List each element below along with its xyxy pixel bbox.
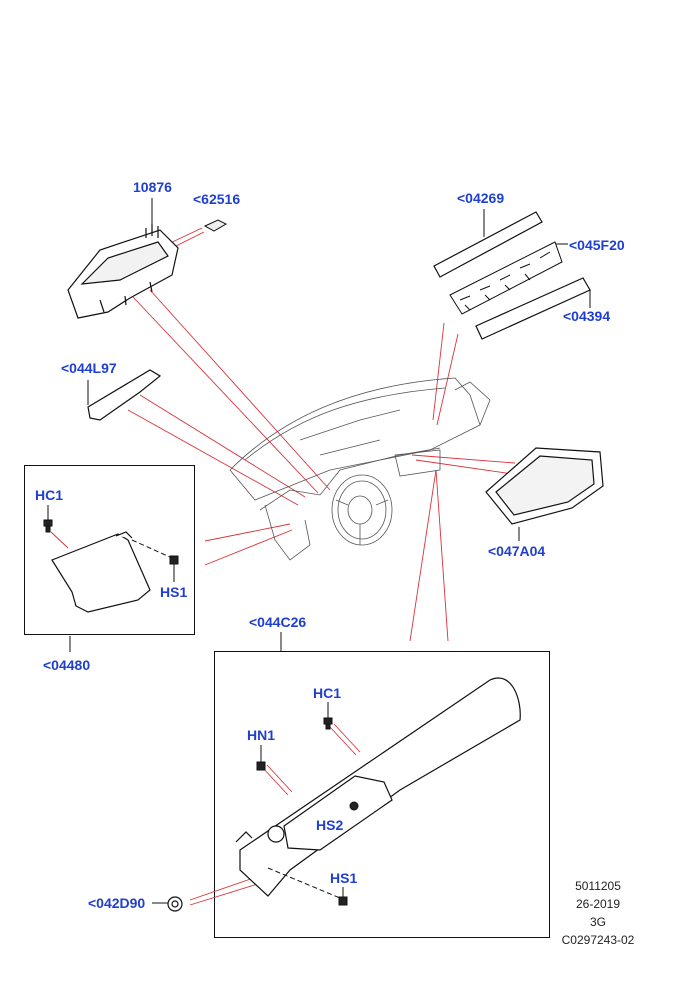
drawing-revision: 3G	[589, 915, 606, 929]
grommet-042d90	[167, 896, 183, 912]
fastener-hs1-left	[169, 555, 179, 570]
fastener-hs2	[349, 801, 359, 811]
clip-part	[203, 219, 228, 232]
fastener-hn1	[256, 761, 266, 771]
glovebox-panel	[235, 677, 521, 897]
touchscreen-display	[485, 447, 604, 525]
drawing-number: 5011205	[575, 879, 621, 893]
callout-04480[interactable]: <04480	[43, 657, 91, 673]
trim-strip-upper	[433, 211, 543, 278]
callout-hs1-left[interactable]: HS1	[160, 584, 188, 600]
fastener-hs1-right	[338, 896, 348, 906]
drawing-date: 26-2019	[575, 897, 621, 911]
callout-hc1-left[interactable]: HC1	[35, 487, 64, 503]
callout-047a04[interactable]: <047A04	[488, 543, 546, 559]
detail-box-left	[24, 465, 195, 635]
callout-hs2[interactable]: HS2	[316, 817, 344, 833]
leader-lines	[50, 227, 521, 906]
callout-10876[interactable]: 10876	[133, 179, 172, 195]
drawing-code: C0297243-02	[561, 933, 635, 947]
callout-04269[interactable]: <04269	[457, 190, 505, 206]
callout-042d90[interactable]: <042D90	[88, 895, 146, 911]
fastener-hc1-left	[43, 519, 53, 533]
callout-045f20[interactable]: <045F20	[569, 237, 625, 253]
bracket-part	[449, 241, 563, 315]
pillar-trim	[87, 369, 162, 421]
fastener-hc1-right	[323, 717, 333, 730]
dashboard-overview	[229, 377, 491, 561]
detail-box-lower	[214, 651, 550, 938]
callout-044l97[interactable]: <044L97	[61, 360, 117, 376]
callout-62516[interactable]: <62516	[193, 191, 241, 207]
trim-strip-lower	[475, 277, 591, 340]
callout-hn1[interactable]: HN1	[247, 727, 276, 743]
callout-hs1-right[interactable]: HS1	[330, 870, 358, 886]
callout-04394[interactable]: <04394	[563, 308, 611, 324]
callout-hc1-right[interactable]: HC1	[313, 685, 342, 701]
callout-044c26[interactable]: <044C26	[249, 614, 307, 630]
knee-panel-left	[51, 531, 151, 613]
callout-ticks	[47, 198, 591, 904]
instrument-cluster	[67, 224, 179, 319]
